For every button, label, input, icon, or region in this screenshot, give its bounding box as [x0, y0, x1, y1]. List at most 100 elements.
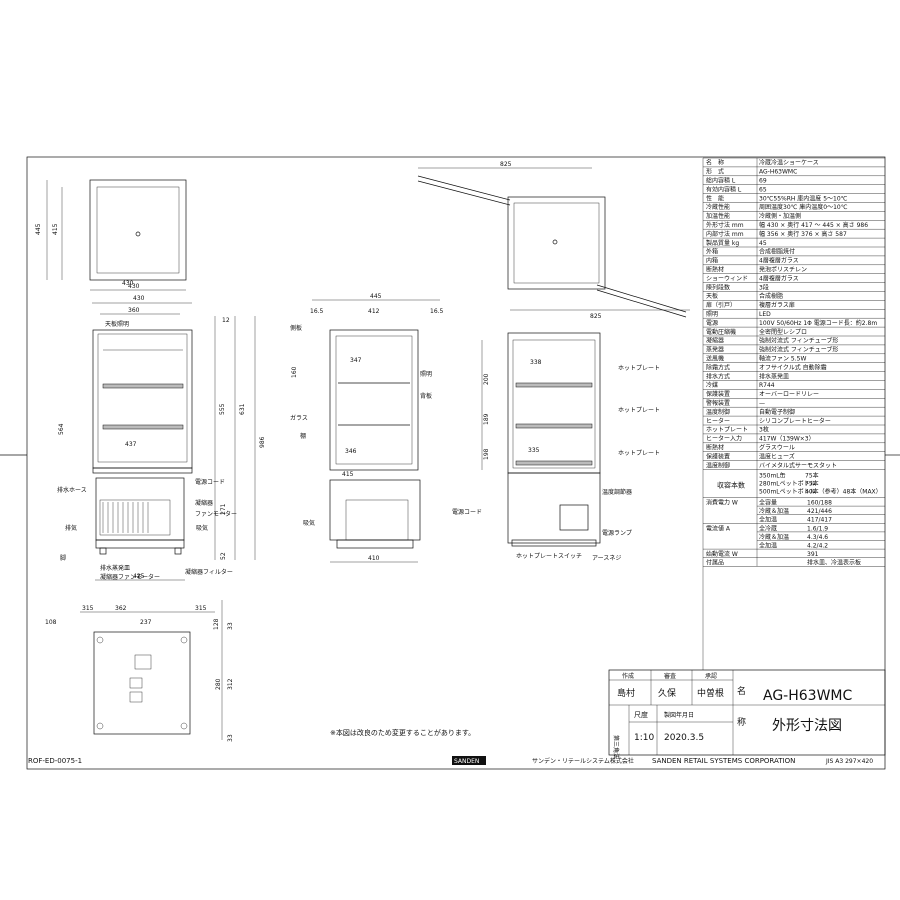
tb-checked-by: 久保	[658, 687, 676, 699]
dim-side-412: 412	[368, 308, 380, 315]
dim-bot-237: 237	[140, 619, 152, 626]
label-exhaust: 排気	[65, 524, 77, 532]
label-condenser-fan: 凝縮器ファンモーター	[100, 573, 160, 581]
tb-date: 2020.3.5	[664, 733, 704, 743]
side-view: 445 16.5 412 16.5 410 347 346 415 200 18…	[290, 293, 490, 563]
power-value: 417/417	[807, 517, 832, 524]
label-thermostat: 温度調節器	[602, 488, 632, 496]
power-value: 1.6/1.9	[807, 525, 828, 532]
spec-value: 複層ガラス扉	[759, 301, 795, 309]
spec-label: 有効内容積 L	[706, 185, 742, 193]
spec-label: 断熱材	[706, 444, 724, 452]
spec-value: AG-H63WMC	[759, 169, 797, 176]
spec-label: 天板	[706, 292, 718, 300]
power-label: 付属品	[706, 559, 724, 567]
tb-created-label: 作成	[622, 672, 634, 680]
power-value: 4.2/4.2	[807, 543, 828, 550]
spec-label: 外形寸法 mm	[706, 221, 744, 229]
spec-label: 性 能	[706, 194, 724, 202]
tb-drawing-name: 外形寸法図	[772, 718, 842, 734]
spec-label: 凝縮器	[706, 337, 724, 345]
spec-value: 3段	[759, 283, 769, 291]
spec-label: 蒸発器	[706, 346, 724, 354]
spec-value: 4層複層ガラス	[759, 257, 799, 265]
label-shelf: 棚	[300, 432, 306, 440]
dim-445: 445	[35, 223, 42, 235]
dim-430-a: 430	[122, 280, 134, 287]
power-value: 160/188	[807, 500, 832, 507]
spec-label: 電源	[706, 319, 718, 327]
dim-430-top: 430	[128, 283, 140, 290]
capacity-item: 500mLペットボトル	[759, 488, 816, 496]
dim-side-160: 160	[291, 366, 298, 378]
label-side-panel: 側板	[290, 324, 302, 332]
top-view-front: 445 415 430	[35, 179, 187, 291]
label-hotplate-switch: ホットプレートスイッチ	[516, 553, 582, 560]
dim-side-189: 189	[483, 413, 490, 425]
label-foot: 脚	[60, 554, 66, 562]
spec-label: 形 式	[706, 168, 724, 176]
dim-430-front: 430	[133, 295, 145, 302]
spec-value: 周囲温度30℃ 庫内温度0～10℃	[759, 203, 848, 211]
label-earth-screw: アースネジ	[592, 555, 621, 562]
dim-side-16.5a: 16.5	[310, 308, 324, 315]
spec-value: 100V 50/60Hz 1Φ 電源コード長：約2.8m	[759, 319, 877, 327]
tb-approved-label: 承認	[705, 672, 717, 680]
power-condition: 全容量	[759, 499, 777, 507]
dim-bot-33b: 33	[227, 734, 234, 742]
dim-825-bottom: 825	[590, 313, 602, 320]
company-logo: SANDEN	[454, 758, 479, 765]
capacity-value: 75本	[805, 480, 819, 488]
drawing-frame	[26, 156, 886, 770]
capacity-value: 40本（参考）48本（MAX）	[805, 488, 882, 496]
dim-side-198: 198	[483, 448, 490, 460]
dim-271: 271	[220, 503, 227, 515]
dim-side-415: 415	[342, 471, 354, 478]
paper-size: JIS A3 297×420	[825, 758, 873, 765]
label-power-cord-right: 電源コード	[452, 508, 482, 516]
spec-label: 除霜方式	[706, 363, 730, 371]
front-view: 430 360 425 437 564 430 12 555 631	[57, 280, 266, 581]
tb-approved-by: 中曽根	[697, 687, 724, 699]
capacity-item: 350mL缶	[759, 472, 786, 480]
dim-side-16.5b: 16.5	[430, 308, 444, 315]
spec-label: 温度制御	[706, 408, 730, 416]
spec-label: 電動圧縮機	[706, 328, 736, 336]
dim-bot-315b: 315	[195, 605, 207, 612]
dim-437: 437	[125, 441, 137, 448]
spec-value: LED	[759, 311, 771, 318]
right-front-view: 338 335 ホットプレート ホットプレート ホットプレート 温度調節器 電源…	[452, 332, 660, 562]
spec-label: 外箱	[706, 248, 718, 256]
spec-label: 名 称	[706, 159, 724, 167]
dim-bot-280: 280	[215, 678, 222, 690]
spec-value: 強制対流式 フィンチューブ形	[759, 346, 838, 354]
company-name-en: SANDEN RETAIL SYSTEMS CORPORATION	[652, 757, 795, 765]
spec-label: ヒーター	[706, 417, 730, 425]
label-fan-motor: ファンモーター	[195, 510, 237, 518]
power-value: 421/446	[807, 508, 832, 515]
dim-side-200: 200	[483, 373, 490, 385]
spec-label: 警報装置	[706, 399, 730, 407]
spec-label: 保護装置	[706, 452, 730, 460]
company-name-jp: サンデン・リテールシステム株式会社	[532, 757, 634, 765]
spec-label: 温度制御	[706, 461, 730, 469]
dim-side-347: 347	[350, 357, 362, 364]
spec-value: 69	[759, 178, 767, 185]
dim-986: 986	[259, 436, 266, 448]
spec-value: 自動電子制御	[759, 408, 795, 416]
dim-side-445: 445	[370, 293, 382, 300]
spec-value: 45	[759, 240, 767, 247]
power-condition: 全加温	[759, 542, 777, 550]
spec-label: ヒーター入力	[706, 435, 742, 443]
label-back-panel: 背板	[420, 392, 432, 400]
title-block: 作成 審査 承認 島村 久保 中曽根 名 AG-H63WMC 称 外形寸法図 第…	[28, 669, 886, 765]
bottom-view: 315 362 315 237 108 128 33 312 280 33	[45, 600, 234, 742]
spec-label: 冷蔵性能	[706, 203, 730, 211]
spec-label: ホットプレート	[706, 427, 748, 434]
tb-date-label: 製図年月日	[664, 711, 694, 719]
spec-value: 65	[759, 186, 767, 193]
spec-value: 全密閉型レシプロ	[759, 328, 807, 336]
label-power-cord: 電源コード	[195, 478, 225, 486]
spec-value: 冷蔵側・加温側	[759, 212, 801, 220]
